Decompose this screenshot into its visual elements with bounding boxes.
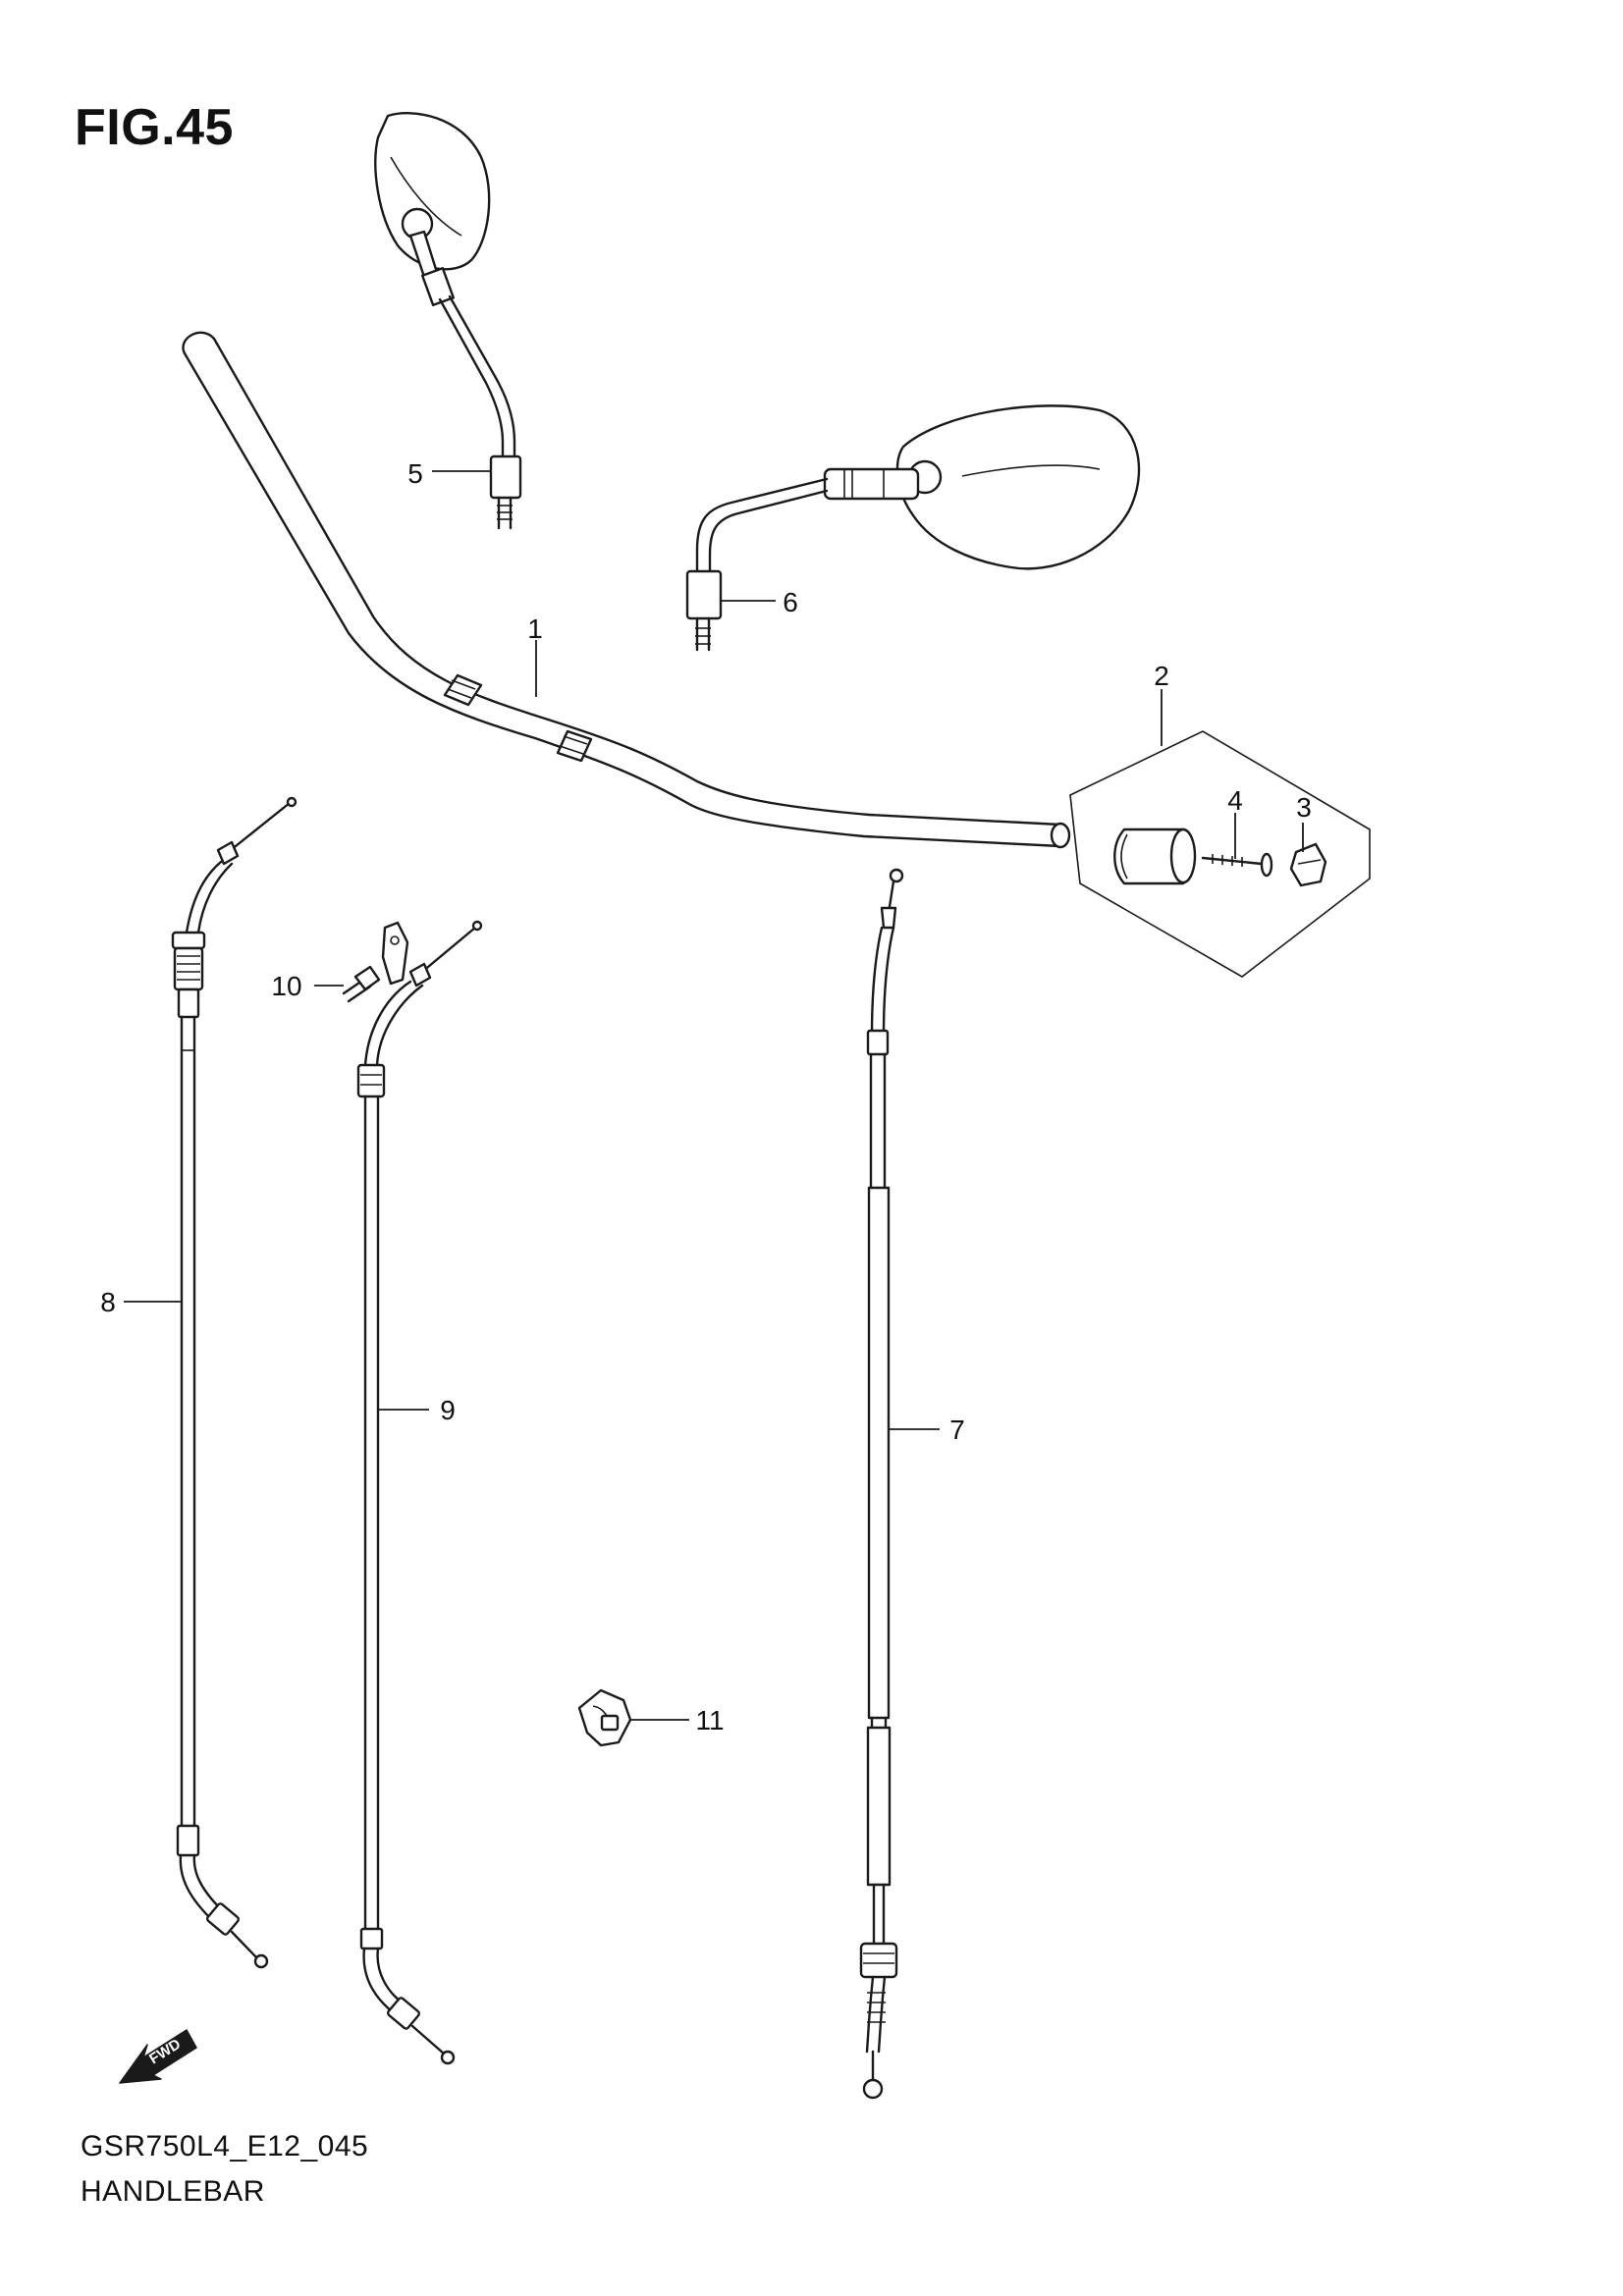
clutch-cable[interactable]: [859, 868, 904, 2100]
callout-1: 1: [527, 614, 543, 644]
right-mirror[interactable]: [685, 404, 1141, 652]
throttle-cable-1[interactable]: [171, 796, 298, 1969]
callout-11: 11: [695, 1705, 724, 1735]
balancer-set-group: [1069, 730, 1371, 978]
callout-10: 10: [271, 971, 301, 1001]
forward-arrow-icon: FWD: [119, 2029, 197, 2084]
callout-3: 3: [1296, 792, 1312, 823]
throttle-cable-2[interactable]: [356, 920, 483, 2065]
callout-2: 2: [1154, 661, 1169, 691]
callout-8: 8: [100, 1287, 116, 1317]
callout-4: 4: [1227, 785, 1243, 816]
balancer-nut[interactable]: [1289, 842, 1327, 887]
callout-5: 5: [407, 458, 423, 489]
balancer-screw[interactable]: [1201, 852, 1273, 878]
left-mirror[interactable]: [374, 112, 522, 530]
balancer-weight[interactable]: [1113, 828, 1197, 885]
diagram-name: HANDLEBAR: [81, 2175, 265, 2208]
callout-7: 7: [949, 1415, 965, 1445]
clamp[interactable]: [577, 1688, 632, 1747]
callout-6: 6: [783, 587, 798, 617]
callout-9: 9: [440, 1395, 456, 1425]
handlebar[interactable]: [182, 331, 1071, 849]
bolt[interactable]: [342, 965, 381, 1003]
figure-title: FIG.45: [75, 99, 234, 156]
diagram-code: GSR750L4_E12_045: [81, 2130, 369, 2163]
